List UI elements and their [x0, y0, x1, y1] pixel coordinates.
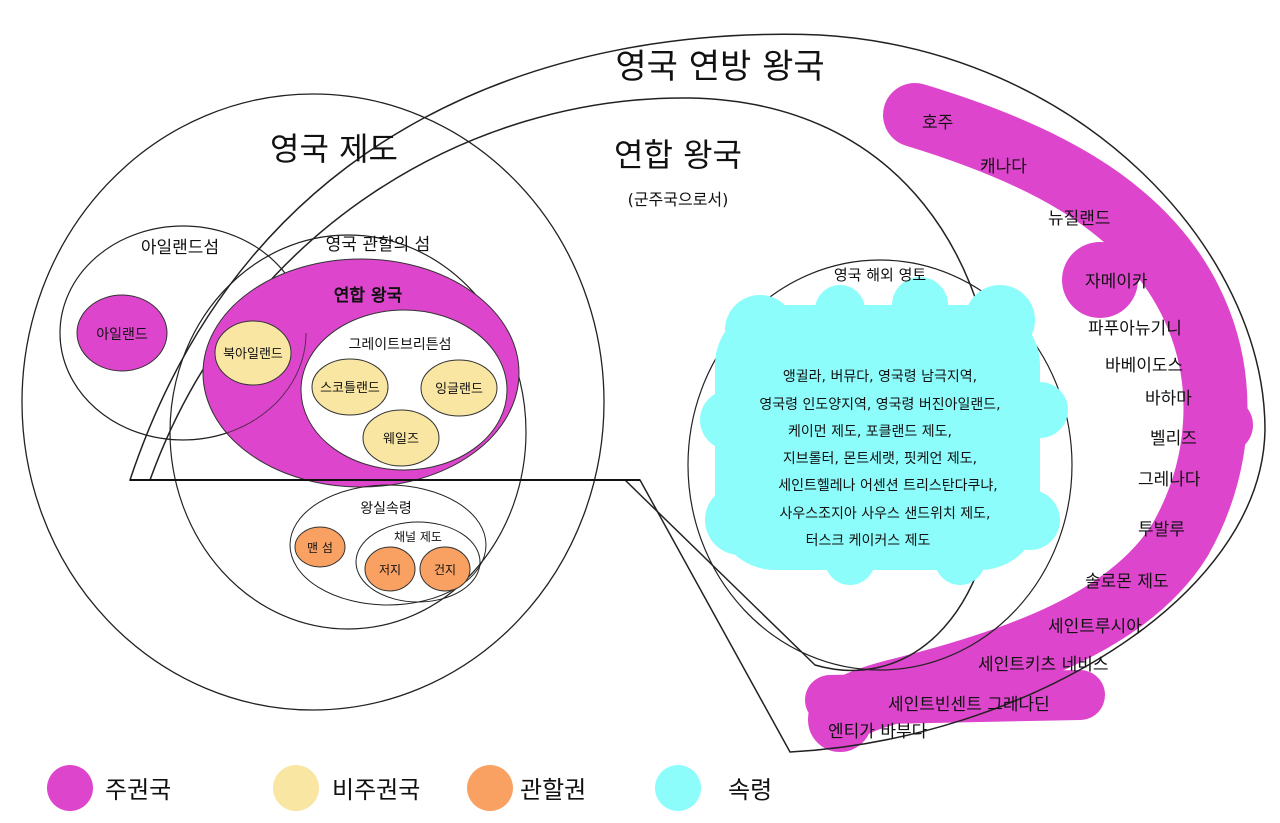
scotland-label: 스코틀랜드 — [320, 381, 380, 396]
realm-item: 솔로몬 제도 — [1085, 572, 1169, 592]
great-britain-circle — [300, 309, 508, 471]
ireland-circle — [76, 294, 168, 372]
legend-label: 관할권 — [520, 776, 586, 804]
ireland-island-label: 아일랜드섬 — [141, 238, 219, 258]
realms-list: 호주 캐나다 뉴질랜드 자메이카 파푸아뉴기니 바베이도스 바하마 벨리즈 그레… — [828, 113, 1201, 742]
territories-line: 터스크 케이커스 제도 — [806, 533, 931, 549]
great-britain-label: 그레이트브리튼섬 — [348, 337, 451, 353]
realm-item: 바베이도스 — [1105, 356, 1183, 376]
territories-line: 케이먼 제도, 포클랜드 제도, — [788, 424, 952, 440]
united-kingdom-label: 연합 왕국 — [334, 285, 403, 306]
guernsey-circle — [419, 546, 471, 592]
channel-islands-label: 채널 제도 — [394, 530, 442, 544]
scotland-circle — [311, 358, 389, 416]
realm-item: 엔티가 바부다 — [828, 722, 928, 742]
realm-item: 투발루 — [1138, 520, 1185, 540]
territories-line: 지브롤터, 몬트세랫, 핏케언 제도, — [783, 451, 977, 467]
crown-dependencies-boundary — [289, 484, 487, 606]
territories-list: 앵귈라, 버뮤다, 영국령 남극지역, 영국령 인도양지역, 영국령 버진아일랜… — [759, 369, 1000, 549]
northern-ireland-circle — [214, 320, 292, 386]
realm-item: 벨리즈 — [1150, 429, 1197, 449]
commonwealth-realms-boundary — [128, 33, 1266, 753]
overseas-territories-boundary — [687, 259, 1073, 671]
realm-item: 뉴질랜드 — [1048, 209, 1111, 229]
overseas-territories-label: 영국 해외 영토 — [834, 266, 927, 284]
jersey-label: 저지 — [379, 563, 401, 577]
legend-swatch-territory — [655, 765, 701, 811]
british-isles-label: 영국 제도 — [270, 130, 398, 168]
british-islands-label: 영국 관할의 섬 — [326, 235, 431, 255]
guernsey-label: 건지 — [434, 563, 456, 577]
as-monarchy-label: (군주국으로서) — [628, 190, 729, 209]
legend-swatch-non-sovereign — [273, 765, 319, 811]
realm-item: 세인트키츠 네비스 — [978, 655, 1109, 675]
realm-item: 호주 — [922, 113, 953, 133]
isle-of-man-circle — [294, 526, 346, 568]
united-kingdom-monarchy-boundary — [148, 97, 1001, 672]
commonwealth-realms-label: 영국 연방 왕국 — [615, 47, 824, 87]
legend: 주권국 비주권국 관할권 속령 — [47, 765, 772, 811]
united-kingdom-title: 연합 왕국 — [614, 136, 742, 174]
northern-ireland-label: 북아일랜드 — [223, 347, 283, 362]
channel-islands-boundary — [355, 521, 481, 603]
realms-band — [805, 83, 1253, 752]
realm-item: 세인트빈센트 그레나딘 — [888, 695, 1050, 715]
realm-item: 그레나다 — [1138, 470, 1201, 490]
realm-item: 캐나다 — [980, 157, 1027, 177]
territories-line: 사우스조지아 사우스 샌드위치 제도, — [780, 506, 991, 522]
realm-item: 바하마 — [1145, 389, 1192, 409]
realm-item: 세인트루시아 — [1048, 617, 1142, 637]
england-circle — [420, 359, 498, 417]
territories-cloud — [700, 277, 1068, 585]
crown-dependencies-label: 왕실속령 — [360, 501, 412, 517]
jersey-circle — [364, 546, 416, 592]
realm-item: 자메이카 — [1085, 272, 1148, 292]
legend-swatch-jurisdiction — [467, 765, 513, 811]
legend-label: 속령 — [728, 776, 772, 804]
legend-swatch-sovereign — [47, 765, 93, 811]
wales-label: 웨일즈 — [383, 432, 419, 447]
legend-label: 주권국 — [105, 776, 171, 804]
territories-line: 영국령 인도양지역, 영국령 버진아일랜드, — [759, 397, 1000, 413]
british-islands-boundary — [169, 234, 527, 630]
territories-line: 세인트헬레나 어센션 트리스탄다쿠냐, — [778, 478, 997, 494]
wales-circle — [362, 409, 440, 467]
territories-line: 앵귈라, 버뮤다, 영국령 남극지역, — [783, 369, 977, 385]
isle-of-man-label: 맨 섬 — [307, 541, 333, 555]
legend-label: 비주권국 — [332, 776, 420, 804]
realm-item: 파푸아뉴기니 — [1088, 319, 1182, 339]
ireland-label: 아일랜드 — [96, 327, 148, 343]
british-isles-boundary — [21, 93, 605, 711]
england-label: 잉글랜드 — [435, 382, 483, 397]
